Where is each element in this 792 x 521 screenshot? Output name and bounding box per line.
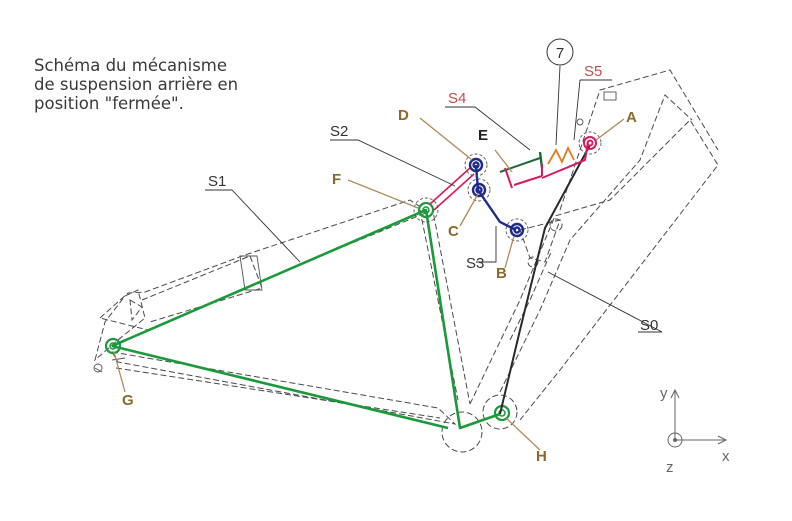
part-s0-link bbox=[499, 144, 591, 415]
caption-line-3: position "fermée". bbox=[34, 94, 184, 113]
label-c: C bbox=[448, 223, 459, 240]
label-f: F bbox=[332, 171, 341, 188]
label-d: D bbox=[398, 107, 409, 124]
callout-circle-7 bbox=[546, 38, 574, 66]
joint-c bbox=[471, 182, 487, 198]
joint-dashed-rings bbox=[413, 153, 529, 242]
axis-y-label: y bbox=[660, 385, 668, 402]
label-s3: S3 bbox=[466, 255, 484, 272]
joint-f bbox=[417, 201, 435, 219]
joint-b bbox=[509, 222, 525, 238]
caption-line-1: Schéma du mécanisme bbox=[34, 56, 228, 75]
axis-z-label: z bbox=[666, 459, 674, 476]
part-labels: S1 S2 S3 S0 S4 S5 bbox=[208, 63, 658, 334]
joint-g bbox=[104, 337, 122, 355]
label-g: G bbox=[122, 392, 134, 409]
frame-solid bbox=[93, 91, 617, 373]
axis-labels: y x z bbox=[660, 385, 730, 476]
axis-x-label: x bbox=[722, 448, 730, 465]
label-h: H bbox=[536, 448, 547, 465]
joint-d bbox=[468, 157, 484, 173]
frame-outline bbox=[94, 69, 719, 453]
diagram-caption: Schéma du mécanisme de suspension arrièr… bbox=[34, 56, 294, 113]
caption-line-2: de suspension arrière en bbox=[34, 75, 239, 94]
letter-leaders bbox=[113, 117, 625, 451]
label-s4: S4 bbox=[448, 90, 466, 107]
part-s1-green bbox=[104, 201, 511, 430]
label-s1: S1 bbox=[208, 173, 226, 190]
label-s5: S5 bbox=[584, 63, 602, 80]
part-s4-shock bbox=[499, 131, 602, 189]
axis-indicator bbox=[667, 388, 728, 448]
label-s0: S0 bbox=[640, 317, 658, 334]
leader-lines bbox=[205, 65, 663, 333]
joint-a bbox=[583, 136, 597, 150]
label-a: A bbox=[626, 109, 637, 126]
part-s3-link bbox=[468, 157, 525, 238]
part-s2-rod bbox=[429, 167, 475, 211]
point-labels: D F C B A G H E bbox=[122, 107, 637, 465]
callout-7: 7 bbox=[556, 45, 564, 62]
label-s2: S2 bbox=[330, 123, 348, 140]
label-e: E bbox=[478, 127, 488, 144]
label-b: B bbox=[496, 265, 507, 282]
